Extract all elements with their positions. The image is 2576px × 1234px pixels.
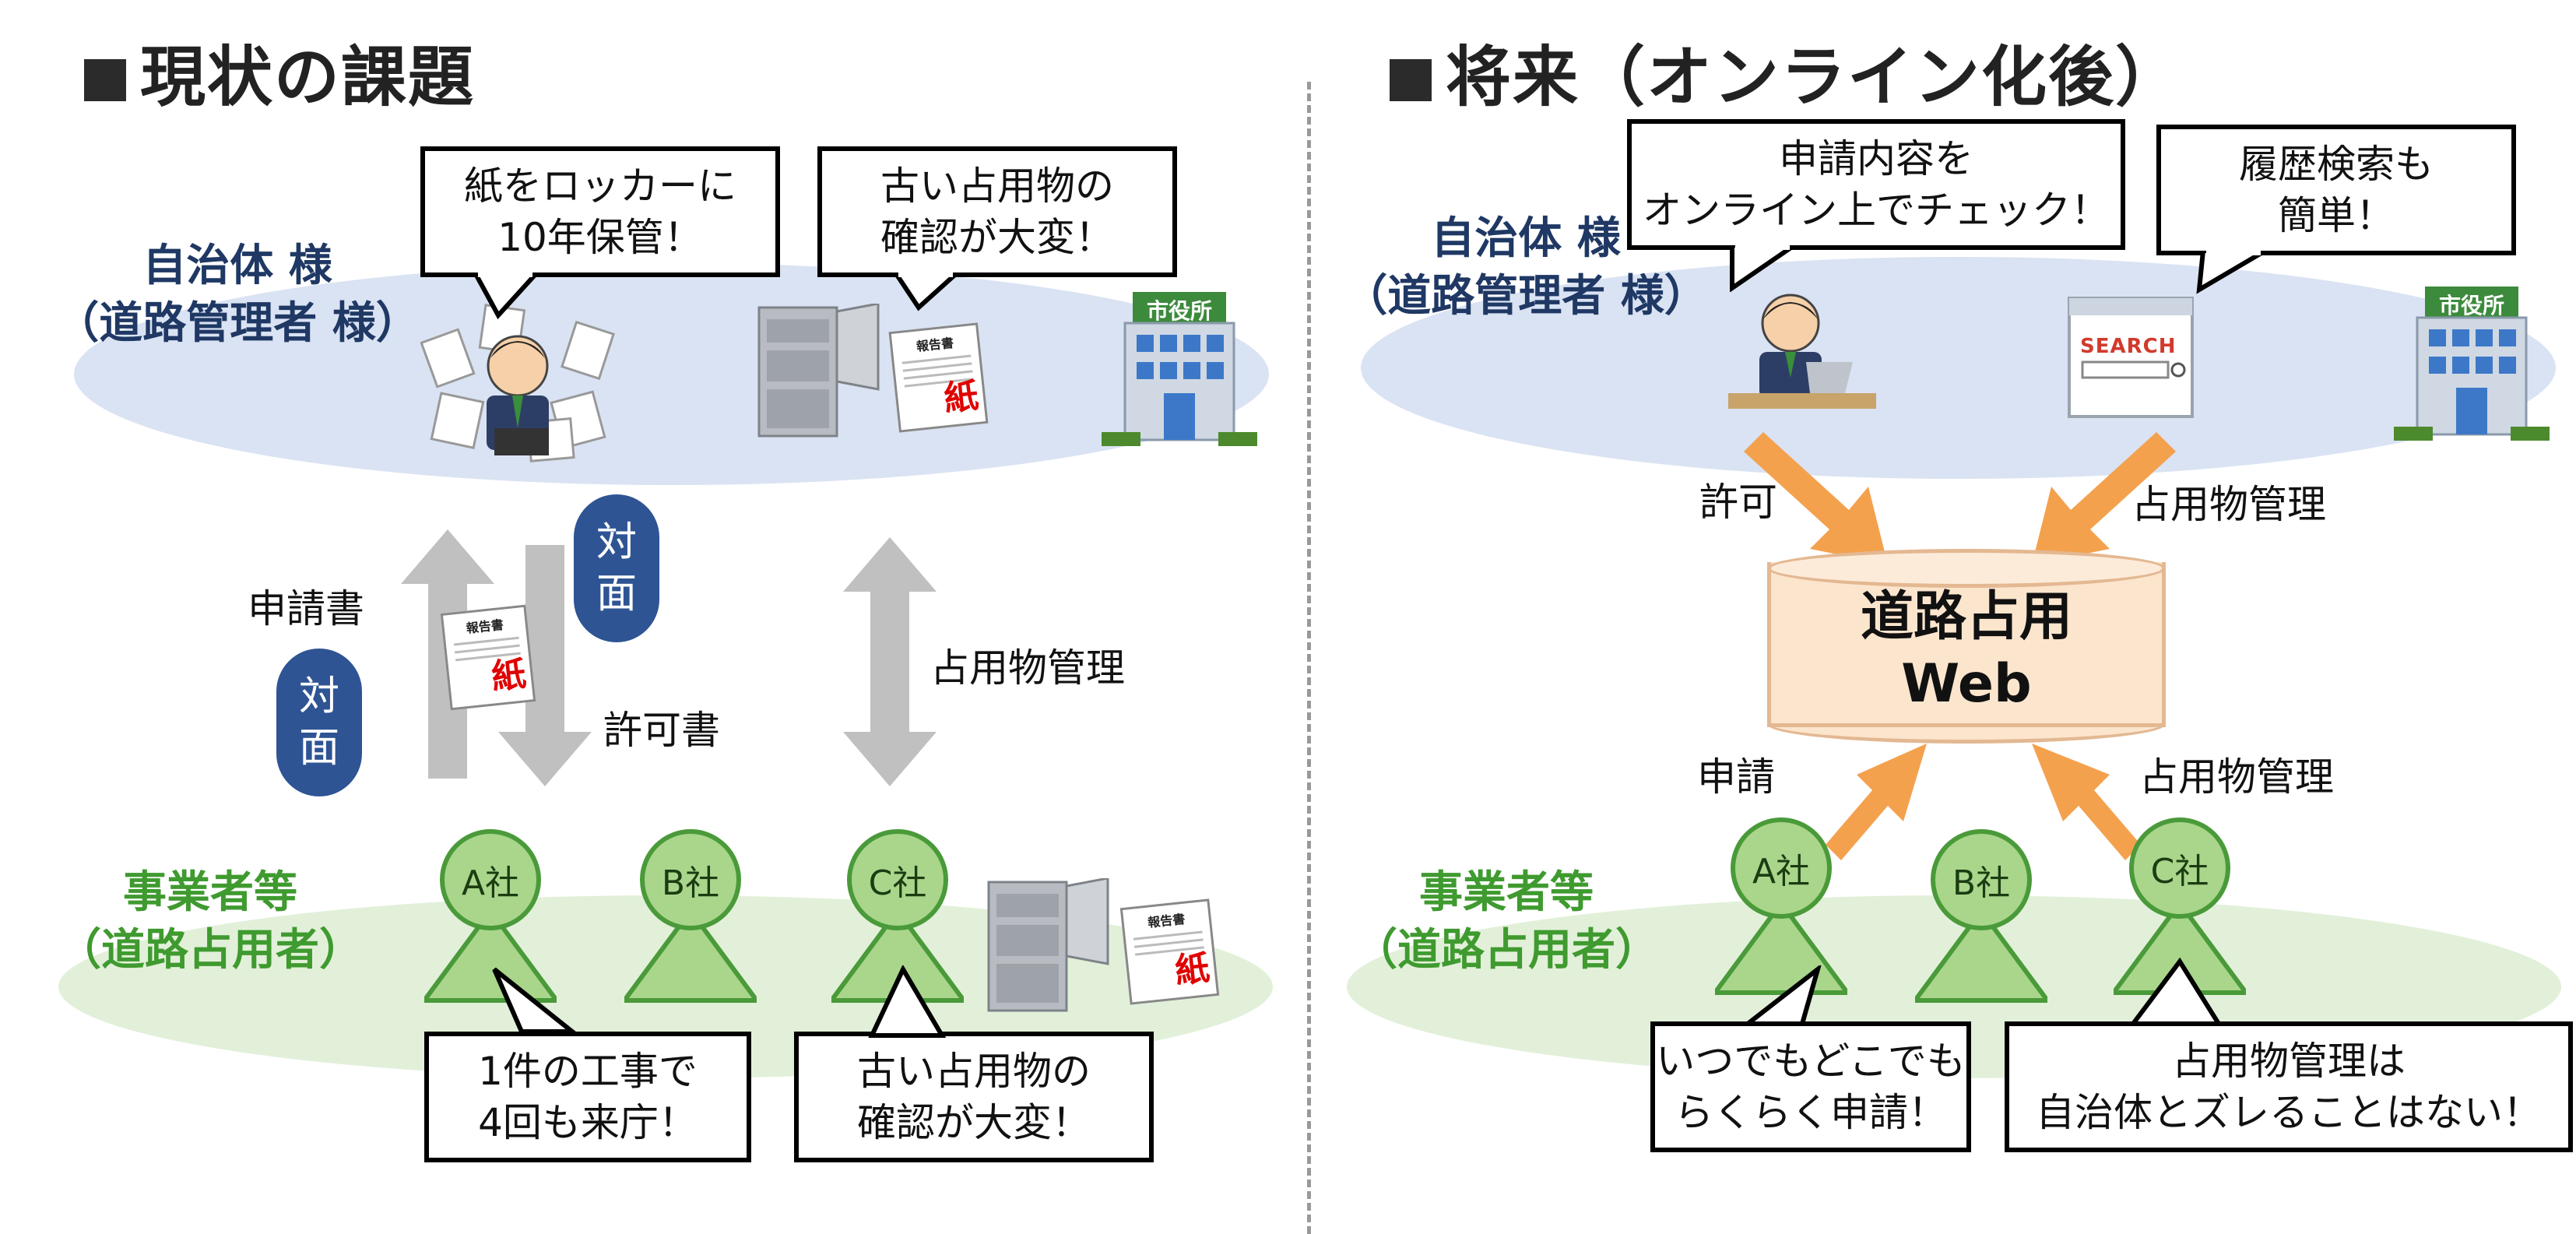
label-occupancy-management: 占用物管理 xyxy=(930,645,1125,691)
square-bullet-icon xyxy=(1390,59,1432,101)
biz-label-right: 事業者等（道路占用者） xyxy=(1354,867,1659,976)
bubble-old-occupancy-gov: 古い占用物の確認が大変！ xyxy=(817,146,1177,277)
bubble-tail xyxy=(492,967,579,1034)
bubble-tail xyxy=(892,272,961,311)
orange-arrow-permit xyxy=(1744,432,1888,564)
left-title: 現状の課題 xyxy=(84,25,475,119)
bubble-easy-history-search: 履歴検索も簡単！ xyxy=(2156,125,2516,255)
orange-arrow-occupancy-bottom xyxy=(2032,744,2141,860)
label-occupancy-management-bottom: 占用物管理 xyxy=(2139,754,2334,800)
gov-label-right: 自治体 様（道路管理者 様） xyxy=(1344,213,1708,322)
database-body xyxy=(1767,562,2166,727)
locker-icon xyxy=(987,878,1109,1012)
bubble-tail xyxy=(472,272,541,319)
face-to-face-badge: 対面 xyxy=(276,649,362,796)
bubble-apply-anytime: いつでもどこでもらくらく申請！ xyxy=(1650,1021,1971,1152)
bubble-online-check: 申請内容をオンライン上でチェック！ xyxy=(1627,119,2125,250)
locker-icon xyxy=(757,304,880,438)
company-b-head: B社 xyxy=(640,829,741,930)
right-title: 将来（オンライン化後） xyxy=(1390,25,2182,119)
downward-arrow-permit xyxy=(498,545,592,786)
bubble-tail xyxy=(868,965,947,1038)
bidirectional-arrow-occupancy xyxy=(843,537,937,786)
orange-arrow-occupancy-top xyxy=(2032,432,2176,564)
company-a-head: A社 xyxy=(440,829,541,930)
label-permit-form: 許可書 xyxy=(603,708,720,753)
label-application: 申請 xyxy=(1697,754,1775,800)
bubble-tail xyxy=(2128,958,2223,1026)
report-paper-icon: 報告書 紙 xyxy=(888,322,989,433)
company-b-body xyxy=(624,911,757,1003)
label-application-form: 申請書 xyxy=(248,586,364,631)
search-wordmark: SEARCH xyxy=(2080,335,2177,358)
bubble-no-mismatch: 占用物管理は自治体とズレることはない！ xyxy=(2005,1021,2573,1152)
gov-label-left: 自治体 様 （道路管理者 様） xyxy=(55,241,420,349)
company-b-head: B社 xyxy=(1931,829,2032,930)
company-a-body xyxy=(424,911,557,1003)
bubble-tail xyxy=(2196,251,2270,294)
square-bullet-icon xyxy=(84,59,126,101)
city-hall-sign-right: 市役所 xyxy=(2438,293,2504,318)
company-a-head: A社 xyxy=(1731,817,1832,919)
bubble-tail xyxy=(1741,965,1822,1026)
company-c-head: C社 xyxy=(2129,817,2230,919)
label-occupancy-management-top: 占用物管理 xyxy=(2131,482,2326,527)
biz-label-left: 事業者等 （道路占用者） xyxy=(58,867,363,976)
company-c-head: C社 xyxy=(847,829,948,930)
database-top xyxy=(1767,549,2166,588)
bubble-tail xyxy=(1730,245,1799,292)
face-to-face-badge: 対面 xyxy=(574,494,659,642)
city-hall-sign-left: 市役所 xyxy=(1146,298,1212,324)
panel-divider xyxy=(1307,82,1311,1234)
city-hall-icon xyxy=(1102,292,1257,446)
report-paper-icon: 報告書 紙 xyxy=(1119,898,1220,1005)
company-b-body xyxy=(1915,911,2047,1003)
report-paper-icon: 報告書 紙 xyxy=(440,604,536,711)
gov-area-left xyxy=(74,263,1269,485)
city-hall-icon xyxy=(2394,287,2550,441)
orange-arrow-application xyxy=(1826,744,1927,860)
bubble-old-occupancy-biz: 古い占用物の確認が大変！ xyxy=(794,1032,1154,1162)
gov-area-right xyxy=(1361,257,2556,479)
browser-search-icon xyxy=(2068,297,2194,418)
officer-laptop-illustration xyxy=(1728,294,1876,409)
label-permit: 許可 xyxy=(1699,480,1777,525)
busy-officer-illustration xyxy=(420,304,615,462)
